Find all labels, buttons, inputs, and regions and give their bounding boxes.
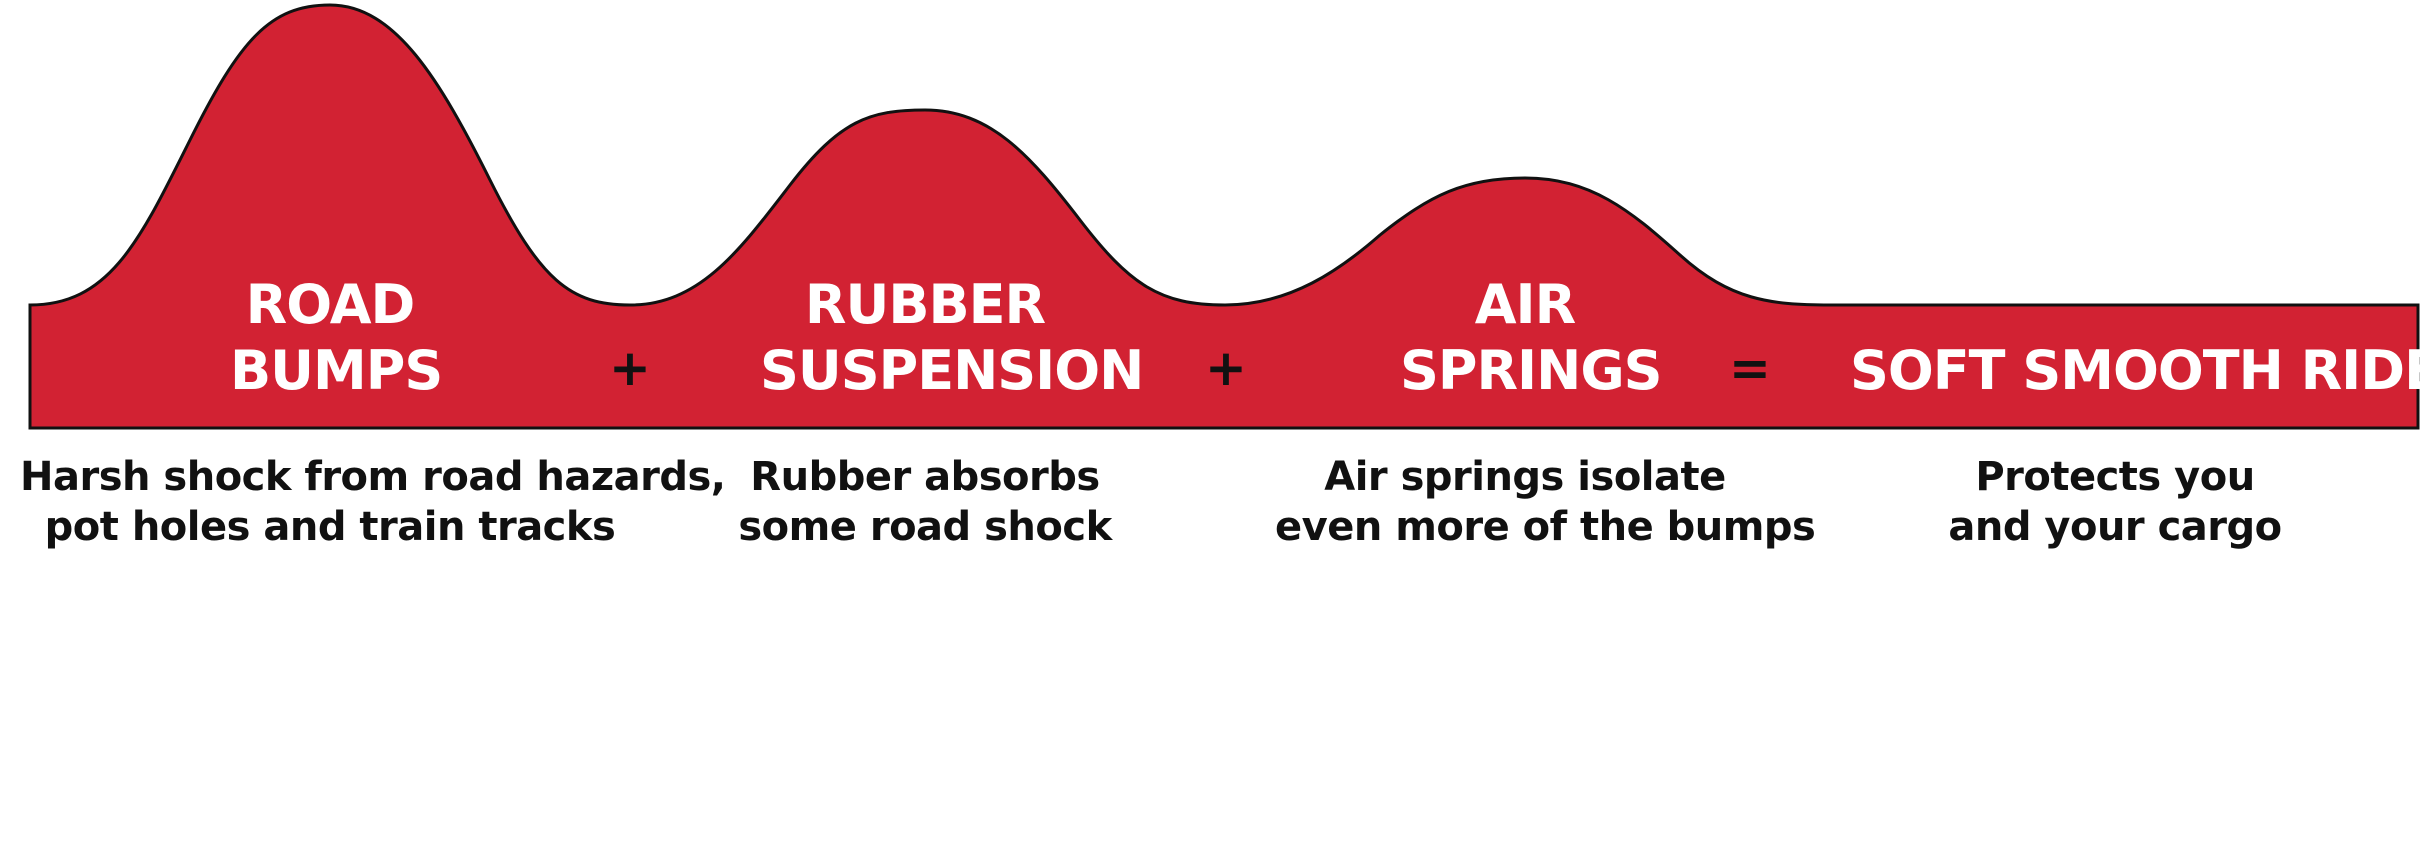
- stage-title-line: RUBBER: [804, 273, 1046, 336]
- stage-title-line: ROAD: [245, 273, 416, 336]
- stage-desc-line: pot holes and train tracks: [44, 504, 616, 550]
- stage-desc-line: Protects you: [1975, 454, 2255, 500]
- stage-title-rubber-suspension: RUBBER SUSPENSION: [760, 272, 1144, 404]
- wave-shape: [28, 3, 2420, 430]
- equals-operator: =: [1729, 339, 1771, 397]
- stage-title-air-springs: AIR SPRINGS: [1400, 272, 1663, 404]
- stage-title-line: BUMPS: [230, 339, 443, 402]
- stage-desc-air-springs: Air springs isolate even more of the bum…: [1275, 452, 1816, 552]
- stage-desc-line: Harsh shock from road hazards,: [20, 454, 726, 500]
- stage-desc-road-bumps: Harsh shock from road hazards, pot holes…: [20, 452, 726, 552]
- stage-title-line: AIR: [1474, 273, 1576, 336]
- stage-title-road-bumps: ROAD BUMPS: [230, 272, 443, 404]
- stage-desc-line: and your cargo: [1948, 504, 2282, 550]
- stage-title-soft-smooth-ride: SOFT SMOOTH RIDE: [1850, 338, 2421, 404]
- stage-desc-line: some road shock: [738, 504, 1112, 550]
- stage-desc-line: Air springs isolate: [1324, 454, 1726, 500]
- plus-operator-2: +: [1205, 339, 1247, 397]
- plus-operator-1: +: [609, 339, 651, 397]
- stage-desc-soft-smooth-ride: Protects you and your cargo: [1930, 452, 2300, 552]
- stage-desc-line: even more of the bumps: [1275, 504, 1816, 550]
- stage-desc-line: Rubber absorbs: [750, 454, 1100, 500]
- stage-title-line: SPRINGS: [1400, 339, 1663, 402]
- stage-desc-rubber-suspension: Rubber absorbs some road shock: [725, 452, 1125, 552]
- stage-title-line: SUSPENSION: [760, 339, 1144, 402]
- stage-title-line: SOFT SMOOTH RIDE: [1850, 339, 2421, 402]
